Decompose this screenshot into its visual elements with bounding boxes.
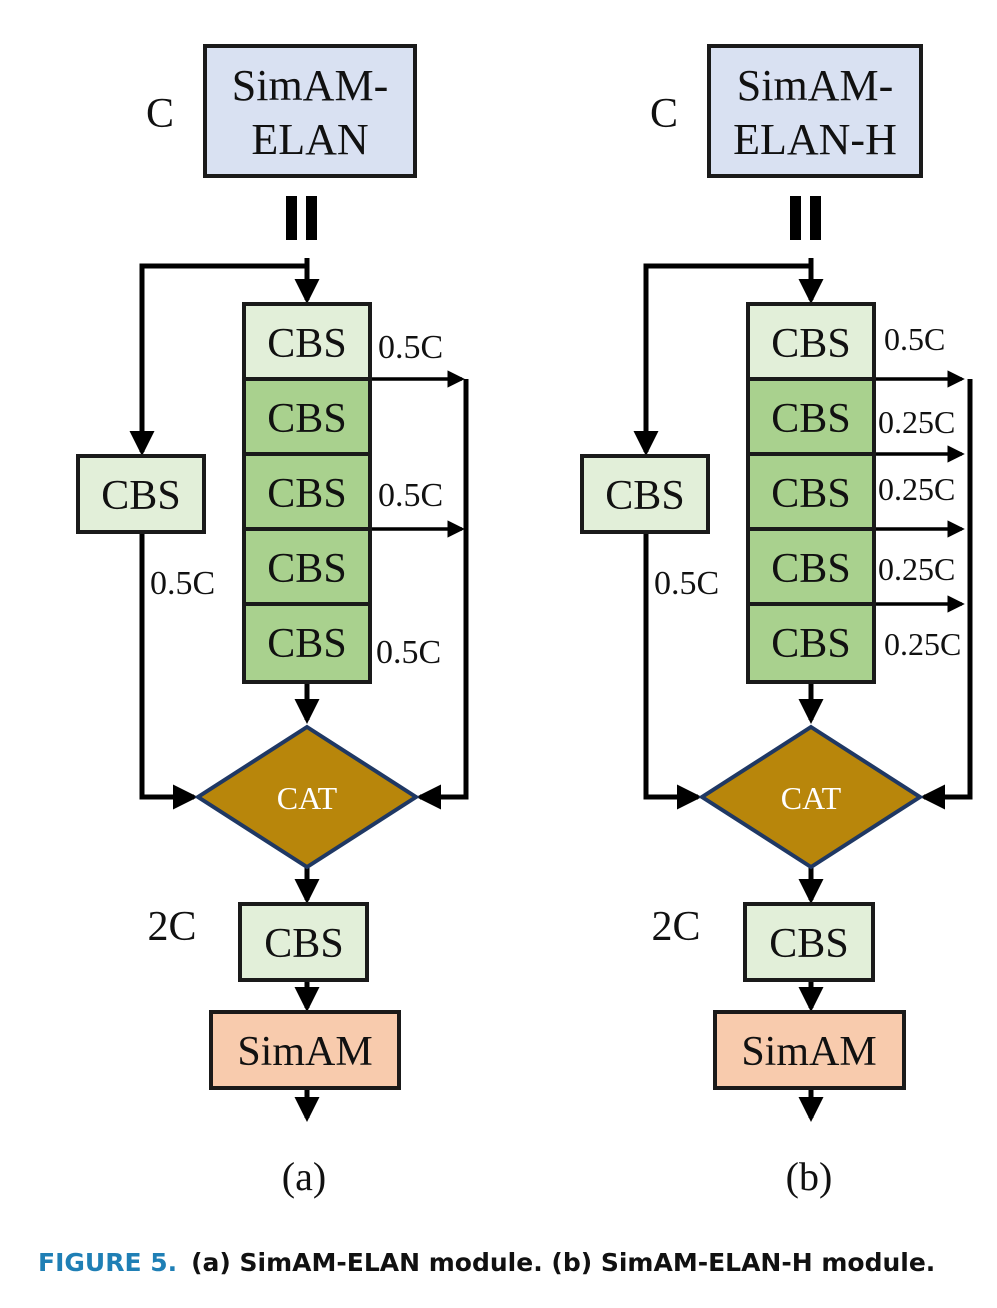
branch-label-2: 0.25C [878,404,955,440]
split-wire [633,263,811,457]
side-channel-label: 0.5C [654,565,719,602]
cbs-label-5: CBS [771,621,850,667]
output-cbs-label: CBS [769,921,848,967]
simam-label: SimAM [741,1029,876,1075]
branch-label-4: 0.25C [878,551,955,587]
cbs-label-4: CBS [267,546,346,592]
output-cbs-block [238,902,369,982]
cbs-label-3: CBS [771,471,850,517]
title-box [707,44,923,178]
branch-label-2: 0.5C [378,477,443,514]
side-cbs-label: CBS [101,473,180,519]
right-collector-wire [415,379,469,810]
cbs-block-5 [242,602,372,684]
equals-bar-right [306,196,317,240]
simam-block [209,1010,401,1090]
cbs-label-2: CBS [771,396,850,442]
branch-label-3: 0.5C [376,634,441,671]
panel-a: SimAM- ELAN C CBS CBS CBS CBS CBS 0.5C 0… [76,44,469,1199]
branch-label-3: 0.25C [878,471,955,507]
branch-label-5: 0.25C [884,626,961,662]
sub-label: (b) [786,1154,833,1199]
equals-bar-right [810,196,821,240]
input-channel-label: C [146,91,174,137]
title-line-1: SimAM- [737,61,893,110]
cat-diamond [194,724,420,870]
side-branch-wire [643,532,703,810]
simam-block [713,1010,906,1090]
figure-number: FIGURE 5. [38,1248,178,1277]
cbs-label-1: CBS [771,321,850,367]
cbs-label-4: CBS [771,546,850,592]
output-channel-label: 2C [651,904,700,950]
title-line-1: SimAM- [232,61,388,110]
side-cbs-block [580,454,710,534]
panel-b: SimAM- ELAN-H C CBS CBS CBS CBS CBS 0.5C… [580,44,973,1199]
simam-label: SimAM [237,1029,372,1075]
branch-label-1: 0.5C [884,321,945,357]
cbs-label-3: CBS [267,471,346,517]
split-wire [129,263,307,457]
figure-caption: FIGURE 5. (a) SimAM-ELAN module. (b) SimA… [38,1243,978,1283]
title-line-2: ELAN [251,115,368,164]
side-branch-wire [139,532,199,810]
input-channel-label: C [650,91,678,137]
side-cbs-label: CBS [605,473,684,519]
cbs-label-2: CBS [267,396,346,442]
cat-diamond [698,724,924,870]
right-collector-wire [919,379,973,810]
branch-label-1: 0.5C [378,329,443,366]
cat-label: CAT [781,780,842,816]
cbs-label-1: CBS [267,321,346,367]
side-cbs-block [76,454,206,534]
output-cbs-block [743,902,875,982]
title-line-2: ELAN-H [733,115,897,164]
title-box [203,44,417,178]
sub-label: (a) [282,1154,326,1199]
cbs-label-5: CBS [267,621,346,667]
cat-label: CAT [277,780,338,816]
output-cbs-label: CBS [264,921,343,967]
equals-bar-left [790,196,801,240]
output-channel-label: 2C [147,904,196,950]
elan-diagram: SimAM- ELAN C CBS CBS CBS CBS CBS 0.5C 0… [76,44,973,1199]
caption-text: (a) SimAM-ELAN module. (b) SimAM-ELAN-H … [191,1248,936,1277]
cbs-block-5 [746,602,876,684]
side-channel-label: 0.5C [150,565,215,602]
cbs-block-3 [746,452,876,531]
equals-bar-left [286,196,297,240]
